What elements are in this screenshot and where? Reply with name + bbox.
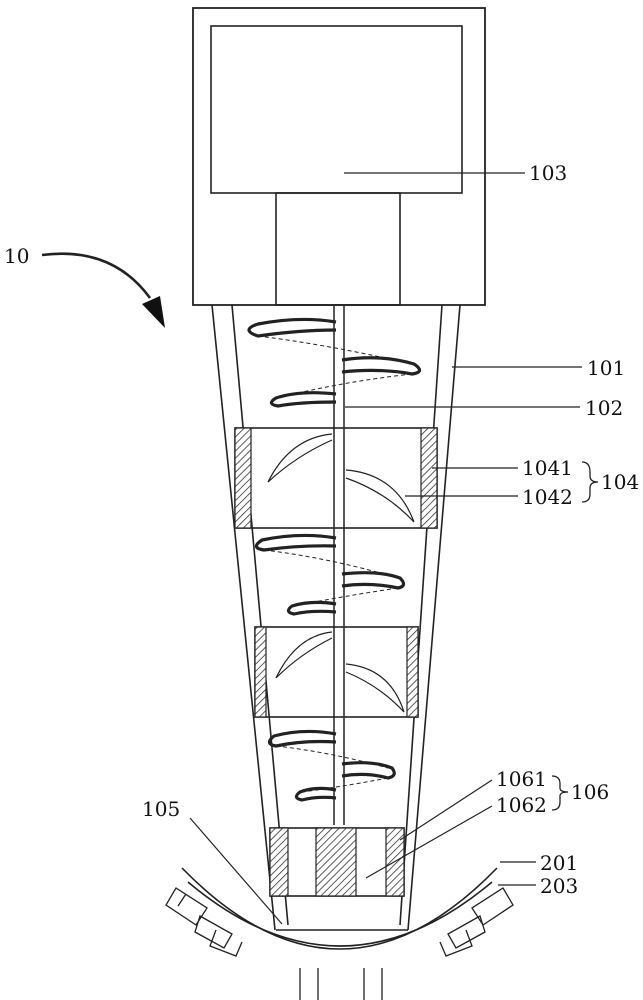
curved-vane-lower-right [345,663,405,713]
inner-arc-203 [187,881,493,947]
label-103: 103 [529,161,567,185]
motor-box-103 [192,7,486,306]
label-1041: 1041 [522,456,573,480]
label-105: 105 [142,797,180,821]
arrow-10 [41,252,152,299]
hatched-wall-lower-left [254,626,267,718]
label-203: 203 [540,874,578,898]
label-1042: 1042 [522,485,573,509]
label-102: 102 [585,396,623,420]
label-106: 106 [571,780,609,804]
hatched-wall-lower-right [406,626,419,718]
bottom-nozzle-2 [363,968,383,1000]
brace-106 [551,775,569,811]
right-nozzle-3 [439,929,473,957]
curved-vane-1042-left [267,433,333,483]
mixing-stage-lower [254,626,419,718]
hatched-block-1061-center [315,827,357,897]
label-1062: 1062 [496,793,547,817]
label-104: 104 [601,470,639,494]
mixing-stage-104-upper [234,427,438,529]
nozzle-block-106 [269,827,405,897]
brace-104 [581,461,599,503]
label-201: 201 [540,851,578,875]
label-101: 101 [587,356,625,380]
tapered-housing-101 [211,304,461,931]
label-1061: 1061 [496,767,547,791]
left-nozzle-2 [194,915,233,949]
curved-bottom-assembly [165,867,514,1000]
hatched-wall-1041-right [420,427,438,529]
shaft-102 [333,305,345,825]
arrow-10-head [142,296,165,328]
bottom-nozzle-1 [299,968,319,1000]
spiral-blades-middle [254,533,406,616]
spiral-blades-upper [247,317,422,408]
leader-lines [41,172,599,925]
hatched-block-1061-left [269,827,289,897]
reference-labels: 10 103 101 102 1041 1042 104 1061 1062 1… [4,161,639,898]
left-nozzle-1 [165,887,208,926]
hatched-wall-1041-left [234,427,252,529]
spiral-blades-lower [267,729,396,802]
label-10: 10 [4,244,29,268]
left-nozzle-3 [209,929,243,957]
curved-vane-lower-left [275,631,333,679]
curved-vane-1042-right [345,469,415,523]
right-nozzle-2 [447,915,486,949]
outer-arc-201 [181,867,498,950]
